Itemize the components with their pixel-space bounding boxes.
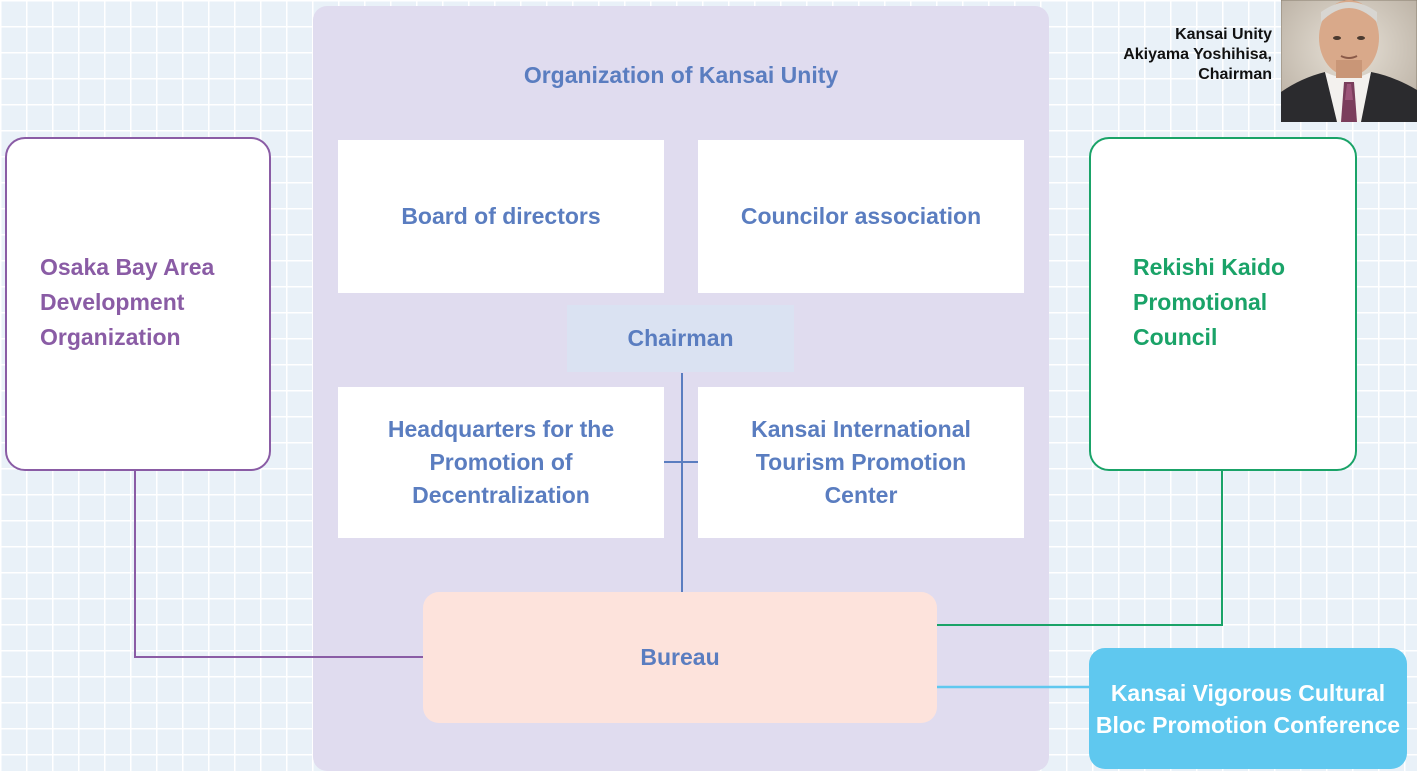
bureau-box: Bureau	[423, 592, 937, 723]
caption-title-line: Chairman	[1198, 66, 1272, 83]
rekishi-kaido-label: Rekishi Kaido Promotional Council	[1133, 254, 1286, 350]
osaka-bay-area-box	[5, 137, 271, 471]
councilor-association-box: Councilor association	[698, 140, 1024, 293]
portrait-icon	[1281, 0, 1417, 122]
board-of-directors-box: Board of directors	[338, 140, 664, 293]
vigorous-cultural-bloc-box: Kansai Vigorous Cultural Bloc Promotion …	[1089, 648, 1407, 769]
chairman-caption: Kansai Unity Akiyama Yoshihisa, Chairman	[1040, 25, 1272, 105]
osaka-to-bureau-line	[134, 471, 423, 658]
rekishi-kaido-box	[1089, 137, 1357, 471]
diagram-title: Organization of Kansai Unity	[523, 61, 839, 88]
chairman-box: Chairman	[567, 305, 794, 372]
tourism-promotion-center-box: Kansai International Tourism Promotion C…	[698, 387, 1024, 538]
portrait-photo	[1281, 0, 1417, 122]
osaka-bay-area-label: Osaka Bay Area Development Organization	[40, 254, 215, 350]
caption-name-line: Akiyama Yoshihisa,	[1123, 46, 1272, 63]
caption-org-line: Kansai Unity	[1175, 26, 1272, 43]
rekishi-to-bureau-line	[937, 471, 1223, 626]
decentralization-hq-box: Headquarters for the Promotion of Decent…	[338, 387, 664, 538]
